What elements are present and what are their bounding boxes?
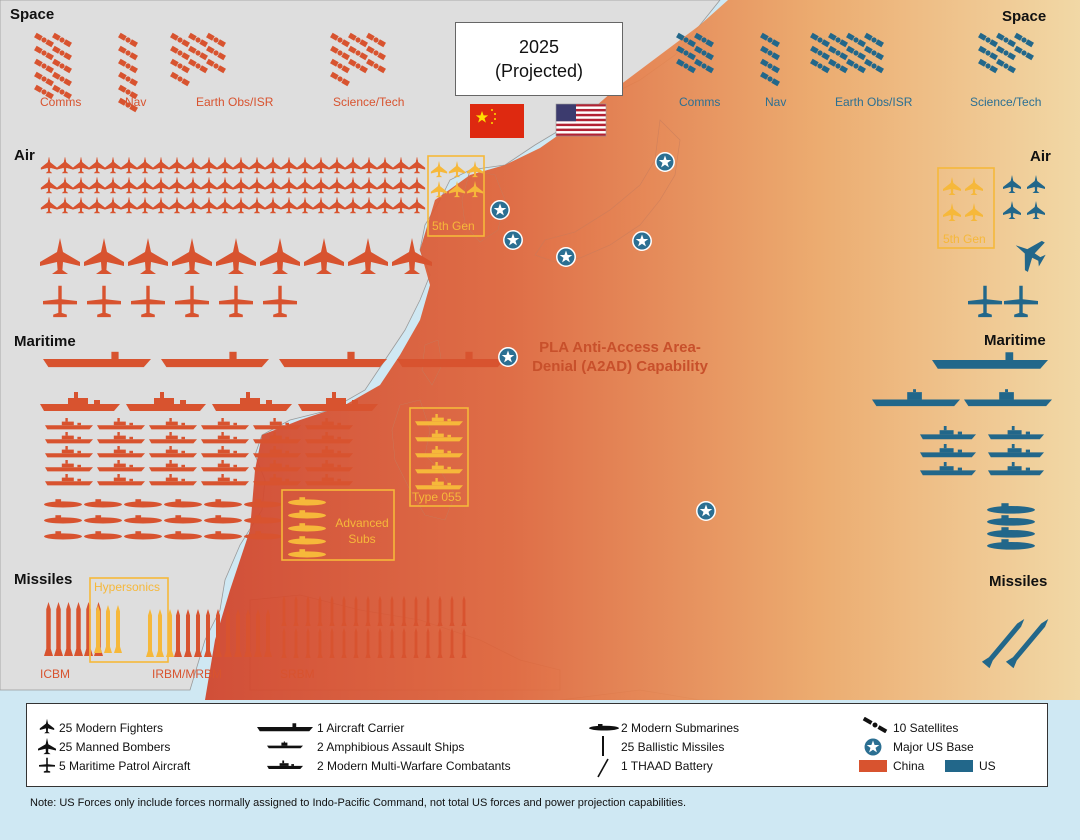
flag-canton bbox=[556, 104, 576, 122]
section-air-us: Air bbox=[1030, 148, 1051, 165]
advanced-subs-label: Advanced Subs bbox=[335, 516, 389, 546]
legend-combatants: 2 Modern Multi-Warfare Combatants bbox=[317, 759, 511, 773]
us-sat-label-science: Science/Tech bbox=[970, 95, 1042, 109]
legend-amphibious: 2 Amphibious Assault Ships bbox=[317, 740, 465, 754]
china-flag bbox=[470, 104, 524, 138]
flag-stripe bbox=[556, 108, 606, 112]
flag-stripe bbox=[556, 106, 606, 110]
amphibious-ship-icon bbox=[267, 741, 303, 749]
missile-label-irbm: IRBM/MRBM bbox=[152, 667, 222, 681]
legend-bombers: 25 Manned Bombers bbox=[59, 740, 171, 754]
star-base-icon bbox=[655, 152, 675, 172]
flag-stripe bbox=[556, 111, 606, 115]
legend-china: China bbox=[893, 759, 925, 773]
flag-border bbox=[555, 103, 607, 137]
flag-stripe bbox=[556, 116, 606, 119]
star-base-icon bbox=[503, 230, 523, 250]
legend-satellites: 10 Satellites bbox=[893, 721, 959, 735]
legend-submarines: 2 Modern Submarines bbox=[621, 721, 740, 735]
china-sat-label-nav: Nav bbox=[125, 95, 147, 109]
year-box: 2025 (Projected) bbox=[455, 22, 623, 96]
flag-stripe bbox=[556, 128, 606, 132]
flag-stripe bbox=[556, 123, 606, 127]
flag-stripe bbox=[556, 126, 606, 129]
china-swatch bbox=[859, 760, 887, 772]
legend: 25 Modern Fighters 25 Manned Bombers 5 M… bbox=[26, 703, 1048, 787]
star-base-icon bbox=[632, 231, 652, 251]
projected-label: (Projected) bbox=[494, 61, 584, 81]
coastline-detail bbox=[391, 119, 681, 521]
section-maritime-china: Maritime bbox=[14, 333, 76, 350]
china-5th-gen-label: 5th Gen bbox=[432, 219, 475, 233]
fighter-icon bbox=[39, 718, 55, 734]
us-swatch bbox=[945, 760, 973, 772]
missile-label-icbm: ICBM bbox=[40, 667, 70, 681]
footnote: Note: US Forces only include forces norm… bbox=[30, 797, 687, 809]
flag-stripe bbox=[556, 104, 606, 107]
star-base-icon bbox=[498, 347, 518, 367]
ballistic-missile-icon bbox=[602, 736, 604, 756]
combatant-ship-icon bbox=[267, 760, 303, 770]
us-flag bbox=[555, 103, 607, 137]
flag-stripe bbox=[556, 121, 606, 124]
submarine-icon bbox=[589, 724, 619, 731]
bomber-icon bbox=[38, 737, 56, 755]
flag-stripe bbox=[556, 113, 606, 117]
us-5th-gen-label: 5th Gen bbox=[943, 232, 986, 246]
hypersonics-box bbox=[89, 577, 169, 663]
star-base-icon bbox=[490, 200, 510, 220]
legend-us: US bbox=[979, 759, 996, 773]
missile-label-srbm: SRBM bbox=[280, 667, 315, 681]
legend-carrier: 1 Aircraft Carrier bbox=[317, 721, 405, 735]
us-sat-label-nav: Nav bbox=[765, 95, 787, 109]
us-sat-label-comms: Comms bbox=[679, 95, 721, 109]
a2ad-zone bbox=[205, 0, 1080, 700]
section-missiles-us: Missiles bbox=[989, 573, 1048, 590]
year-label: 2025 bbox=[518, 37, 560, 57]
section-missiles-china: Missiles bbox=[14, 571, 73, 588]
satellite-icon bbox=[862, 717, 888, 733]
type-055-label: Type 055 bbox=[412, 490, 462, 504]
legend-thaad: 1 THAAD Battery bbox=[621, 759, 713, 773]
star-base-icon bbox=[556, 247, 576, 267]
patrol-aircraft-icon bbox=[39, 757, 55, 773]
us-sat-label-isr: Earth Obs/ISR bbox=[835, 95, 913, 109]
legend-missiles: 25 Ballistic Missiles bbox=[621, 740, 725, 754]
china-sat-label-science: Science/Tech bbox=[333, 95, 405, 109]
star-base-icon bbox=[863, 737, 883, 757]
hypersonics-label: Hypersonics bbox=[94, 580, 161, 594]
advanced-subs-box bbox=[281, 489, 395, 561]
star-base-icon bbox=[696, 501, 716, 521]
section-air-china: Air bbox=[14, 147, 35, 164]
legend-patrol: 5 Maritime Patrol Aircraft bbox=[59, 759, 191, 773]
china-5th-gen-box bbox=[427, 155, 485, 237]
flag-stripe bbox=[556, 118, 606, 122]
china-sat-label-comms: Comms bbox=[40, 95, 82, 109]
type-055-box bbox=[409, 407, 469, 507]
section-space-china: Space bbox=[10, 6, 55, 23]
thaad-battery-icon bbox=[597, 758, 609, 778]
aircraft-carrier-icon bbox=[257, 723, 313, 732]
section-maritime-us: Maritime bbox=[984, 332, 1046, 349]
legend-fighters: 25 Modern Fighters bbox=[59, 721, 164, 735]
section-space-us: Space bbox=[1002, 8, 1047, 25]
china-sat-label-isr: Earth Obs/ISR bbox=[196, 95, 274, 109]
flag-stripe bbox=[556, 131, 606, 134]
a2ad-label: PLA Anti-Access Area-Denial (A2AD) Capab… bbox=[532, 339, 708, 375]
us-5th-gen-box bbox=[937, 167, 995, 249]
flag-stripe bbox=[556, 133, 606, 137]
legend-bases: Major US Base bbox=[893, 740, 974, 754]
